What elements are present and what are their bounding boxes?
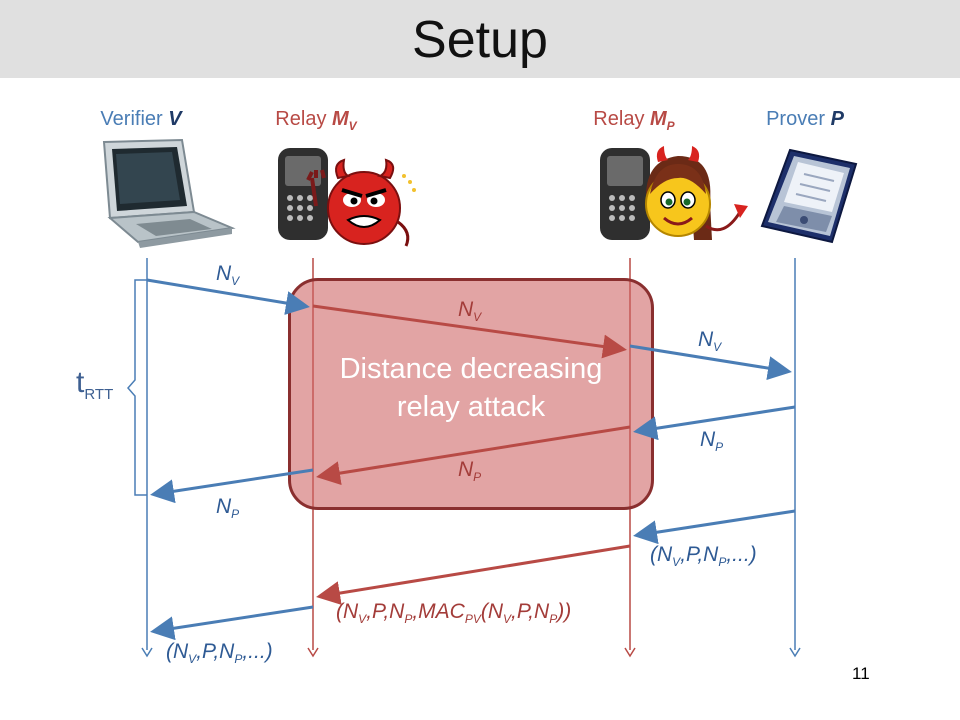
msg-label-nv-3: NV bbox=[698, 328, 722, 355]
rtt-label: tRTT bbox=[76, 366, 114, 403]
lifeline-end-relay-p bbox=[624, 647, 636, 658]
laptop-icon bbox=[102, 138, 236, 248]
arrow-np-relay-p-to-relay-v bbox=[316, 425, 631, 486]
arrow-np-relay-v-to-verifier bbox=[150, 468, 314, 504]
she-devil-with-phone-icon bbox=[600, 146, 748, 240]
arrow-mac-relay-p-to-relay-v bbox=[316, 544, 631, 605]
msg-label-np-2: NP bbox=[458, 458, 482, 485]
lifeline-end-prover bbox=[789, 647, 801, 658]
arrow-tuple-relay-v-to-verifier bbox=[150, 605, 314, 641]
msg-label-tuple-prover: (NV,P,NP,...) bbox=[650, 543, 757, 570]
msg-label-np-3: NP bbox=[216, 495, 240, 522]
arrow-nv-relay-v-to-relay-p bbox=[312, 304, 627, 359]
lifeline-end-verifier bbox=[141, 647, 153, 658]
lifeline-end-relay-v bbox=[307, 647, 319, 658]
arrow-np-prover-to-relay-p bbox=[633, 405, 796, 441]
slide-title: Setup bbox=[412, 11, 548, 69]
title-bar bbox=[0, 0, 960, 78]
pda-icon bbox=[760, 148, 858, 244]
actor-label-relay-v: Relay MV bbox=[275, 108, 357, 133]
devil-with-phone-icon bbox=[278, 148, 416, 247]
relay-attack-label: Distance decreasing relay attack bbox=[339, 353, 603, 423]
arrow-nv-relay-p-to-prover bbox=[629, 344, 792, 381]
actor-label-verifier: Verifier V bbox=[100, 108, 182, 130]
rtt-brace bbox=[127, 279, 147, 496]
actor-label-prover: Prover P bbox=[766, 108, 844, 130]
arrow-nv-verifier-to-relay-v bbox=[146, 278, 310, 315]
msg-label-mac: (NV,P,NP,MACPV(NV,P,NP)) bbox=[336, 600, 572, 627]
msg-label-np-1: NP bbox=[700, 428, 724, 455]
actor-label-relay-p: Relay MP bbox=[593, 108, 675, 133]
msg-label-nv-2: NV bbox=[458, 298, 482, 325]
msg-label-tuple-verifier: (NV,P,NP,...) bbox=[166, 640, 273, 667]
arrow-tuple-prover-to-relay-p bbox=[633, 509, 796, 545]
msg-label-nv-1: NV bbox=[216, 262, 240, 289]
page-number: 11 bbox=[852, 664, 870, 683]
